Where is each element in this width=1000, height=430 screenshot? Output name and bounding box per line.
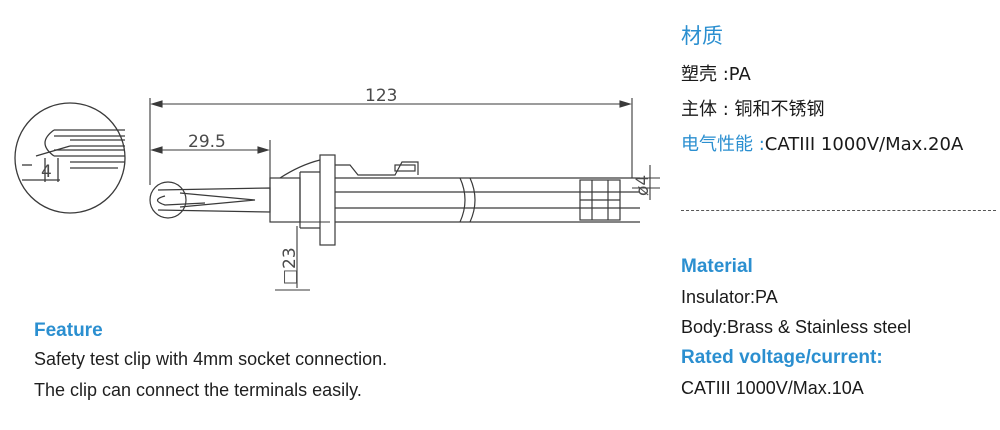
feature-section: Feature Safety test clip with 4mm socket… [34,320,634,411]
specs-chinese: 材质 塑壳 :PA 主体 : 铜和不锈钢 电气性能 :CATIII 1000V/… [681,20,996,165]
specs-cn-rating: 电气性能 :CATIII 1000V/Max.20A [681,130,996,156]
specs-cn-rating-key: 电气性能 : [681,134,765,155]
dimension-length [149,98,633,185]
specs-en-insulator: Insulator:PA [681,287,778,307]
dimension-diameter-label: ø4 [633,175,653,196]
detail-view [14,102,126,214]
specs-english: Material Insulator:PA Body:Brass & Stain… [681,256,996,408]
specs-en-rating-title: Rated voltage/current: [681,347,883,368]
specs-en-rating-value: CATIII 1000V/Max.10A [681,378,864,398]
feature-title: Feature [34,320,103,341]
specs-cn-insulator: 塑壳 :PA [681,64,751,85]
specs-en-body: Body:Brass & Stainless steel [681,317,912,337]
technical-drawing: 4 123 29.5 □23 [14,86,660,291]
specs-cn-body: 主体 : 铜和不锈钢 [681,99,825,120]
dimension-diameter [632,165,660,200]
dimension-height [275,221,330,291]
dimension-clip-label: 29.5 [188,132,226,152]
specs-en-title: Material [681,256,753,277]
feature-line-2: The clip can connect the terminals easil… [34,380,362,400]
dimension-length-label: 123 [365,86,397,106]
dimension-height-label: □23 [280,247,300,285]
feature-line-1: Safety test clip with 4mm socket connect… [34,349,388,369]
probe-body [149,154,640,246]
specs-cn-rating-value: CATIII 1000V/Max.20A [764,134,964,155]
detail-dimension-label: 4 [41,162,52,182]
dashed-divider [681,210,996,211]
specs-cn-title: 材质 [681,24,723,48]
